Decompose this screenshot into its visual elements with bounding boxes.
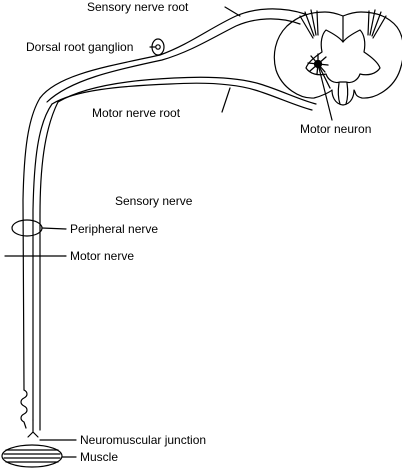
motor-nerve-root-inner — [57, 76, 317, 105]
dorsal-rootlets-right — [367, 9, 387, 39]
sensory-nerve-root-inner — [46, 18, 301, 103]
peripheral-nerve-ring — [11, 219, 43, 237]
label-muscle: Muscle — [80, 450, 119, 464]
label-dorsal-root-ganglion: Dorsal root ganglion — [26, 40, 134, 54]
muscle — [1, 444, 63, 468]
sensory-nerve-root — [39, 8, 306, 99]
label-sensory-nerve: Sensory nerve — [115, 194, 193, 208]
dorsal-rootlets-left — [299, 9, 319, 39]
neuromuscular-junction — [27, 419, 39, 438]
leader-peripheral-nerve — [41, 227, 67, 230]
leader-sensory-nerve-root — [224, 6, 241, 17]
grey-matter — [305, 29, 381, 84]
leader-motor-neuron — [317, 63, 333, 121]
nerve-trunk-outer — [22, 97, 41, 391]
ganglion-cell — [155, 44, 161, 50]
label-sensory-nerve-root: Sensory nerve root — [87, 0, 189, 14]
motor-nerve-root — [51, 82, 313, 111]
sensory-ending-coil — [20, 389, 28, 429]
label-motor-nerve: Motor nerve — [70, 249, 135, 263]
ventral-fissure — [337, 82, 349, 105]
label-neuromuscular-junction: Neuromuscular junction — [80, 433, 207, 447]
label-motor-nerve-root: Motor nerve root — [92, 106, 181, 120]
leader-motor-nerve-root — [221, 87, 231, 113]
motor-neuron-cell — [307, 53, 331, 89]
label-peripheral-nerve: Peripheral nerve — [70, 222, 159, 236]
muscle-fibers — [3, 449, 61, 463]
label-motor-neuron: Motor neuron — [300, 122, 372, 136]
nerve-trunk-inner — [39, 101, 59, 431]
nerve-trunk-middle — [32, 103, 53, 421]
